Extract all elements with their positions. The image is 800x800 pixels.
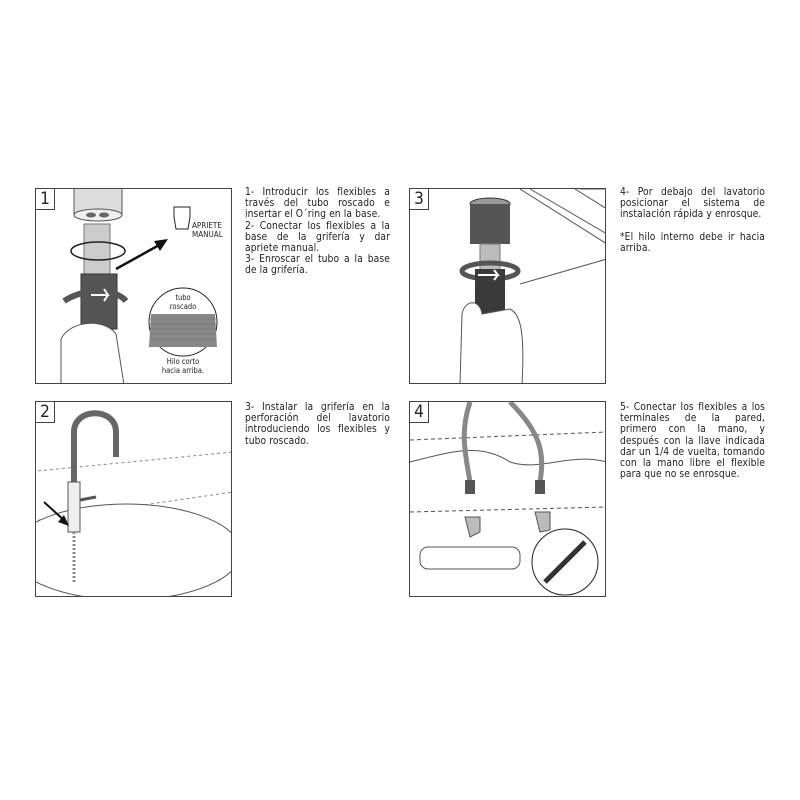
instruction-2: 2- Conectar los flexibles a la base de l… — [245, 220, 390, 255]
instruction-1: 1- Introducir los flexibles a través del… — [245, 187, 390, 221]
step-number: 1 — [36, 189, 55, 210]
label-tubo: tubo — [175, 293, 191, 302]
instruction-3b: 3- Instalar la grifería en la perforació… — [245, 402, 390, 447]
step-4-text: 5- Conectar los flexibles a los terminal… — [620, 402, 765, 480]
instruction-4: 4- Por debajo del lavatorio posicionar e… — [620, 187, 765, 221]
under-sink-install-drawing — [459, 189, 605, 383]
faucet-base-tube-drawing — [60, 189, 218, 383]
label-hilo: Hilo corto — [166, 357, 200, 366]
step-3-illustration: 3 — [409, 188, 606, 384]
instruction-note: *El hilo interno debe ir hacia arriba. — [620, 231, 765, 254]
label-roscado: roscado — [169, 302, 197, 311]
wall-connection-drawing — [410, 402, 605, 596]
step-1-text: 1- Introducir los flexibles a través del… — [245, 187, 390, 277]
label-hacia-arriba: hacia arriba. — [161, 366, 205, 375]
label-apriete: APRIETE — [192, 221, 222, 230]
instruction-5: 5- Conectar los flexibles a los terminal… — [620, 402, 765, 481]
step-3-text: 4- Por debajo del lavatorio posicionar e… — [620, 187, 765, 254]
step-4-illustration: 4 — [409, 401, 606, 597]
step-number: 3 — [410, 189, 429, 210]
step-number: 2 — [36, 402, 55, 423]
step-number: 4 — [410, 402, 429, 423]
faucet-installed-drawing — [36, 410, 231, 596]
label-manual: MANUAL — [192, 230, 223, 239]
step-2-illustration: 2 — [35, 401, 232, 597]
step-2-text: 3- Instalar la grifería en la perforació… — [245, 402, 390, 447]
instruction-3: 3- Enroscar el tubo a la base de la grif… — [245, 254, 390, 277]
